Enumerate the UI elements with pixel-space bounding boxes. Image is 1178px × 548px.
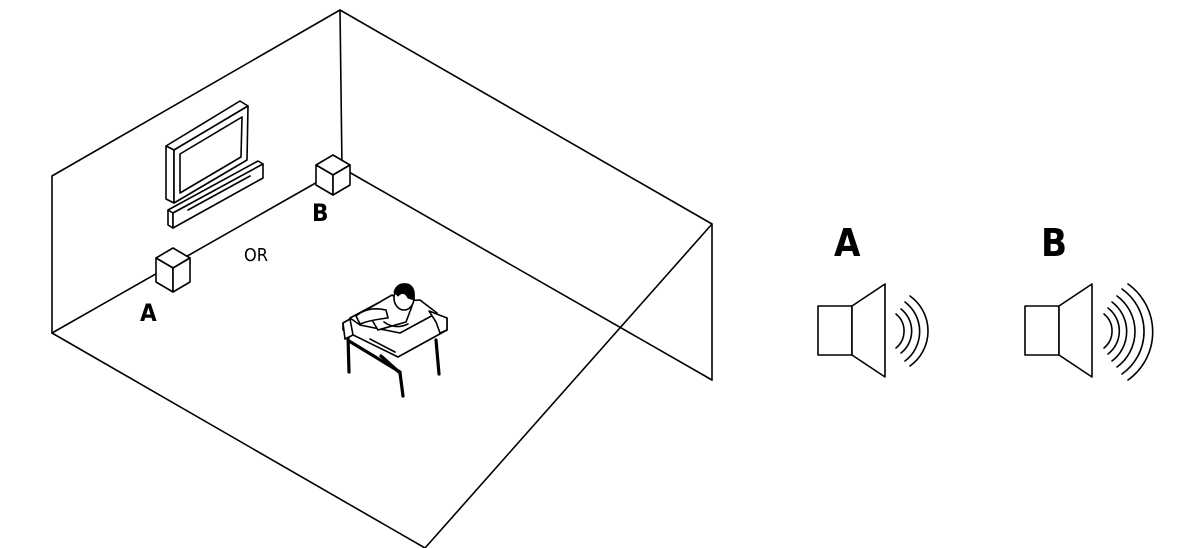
- room-boundary: [51, 9, 713, 548]
- soundbar-icon: [167, 160, 264, 229]
- person-on-sofa-icon: [342, 283, 448, 398]
- position-b-label: B: [312, 199, 328, 227]
- speaker-position-b-cube: [315, 154, 351, 196]
- legend-speaker-b-label: B: [1041, 221, 1067, 265]
- legend-speaker-a-label: A: [834, 221, 861, 265]
- position-a-label: A: [140, 299, 157, 327]
- speaker-position-a-cube: [155, 247, 191, 293]
- tv-icon: [165, 100, 249, 204]
- back-corner-edge: [339, 9, 343, 169]
- floor-right-edge: [341, 167, 713, 381]
- or-label: OR: [244, 245, 268, 266]
- speaker-two-waves-icon: [817, 283, 929, 378]
- speaker-three-waves-icon: [1024, 283, 1154, 381]
- room-outline: [51, 9, 713, 548]
- floor-left-edge: [51, 167, 343, 334]
